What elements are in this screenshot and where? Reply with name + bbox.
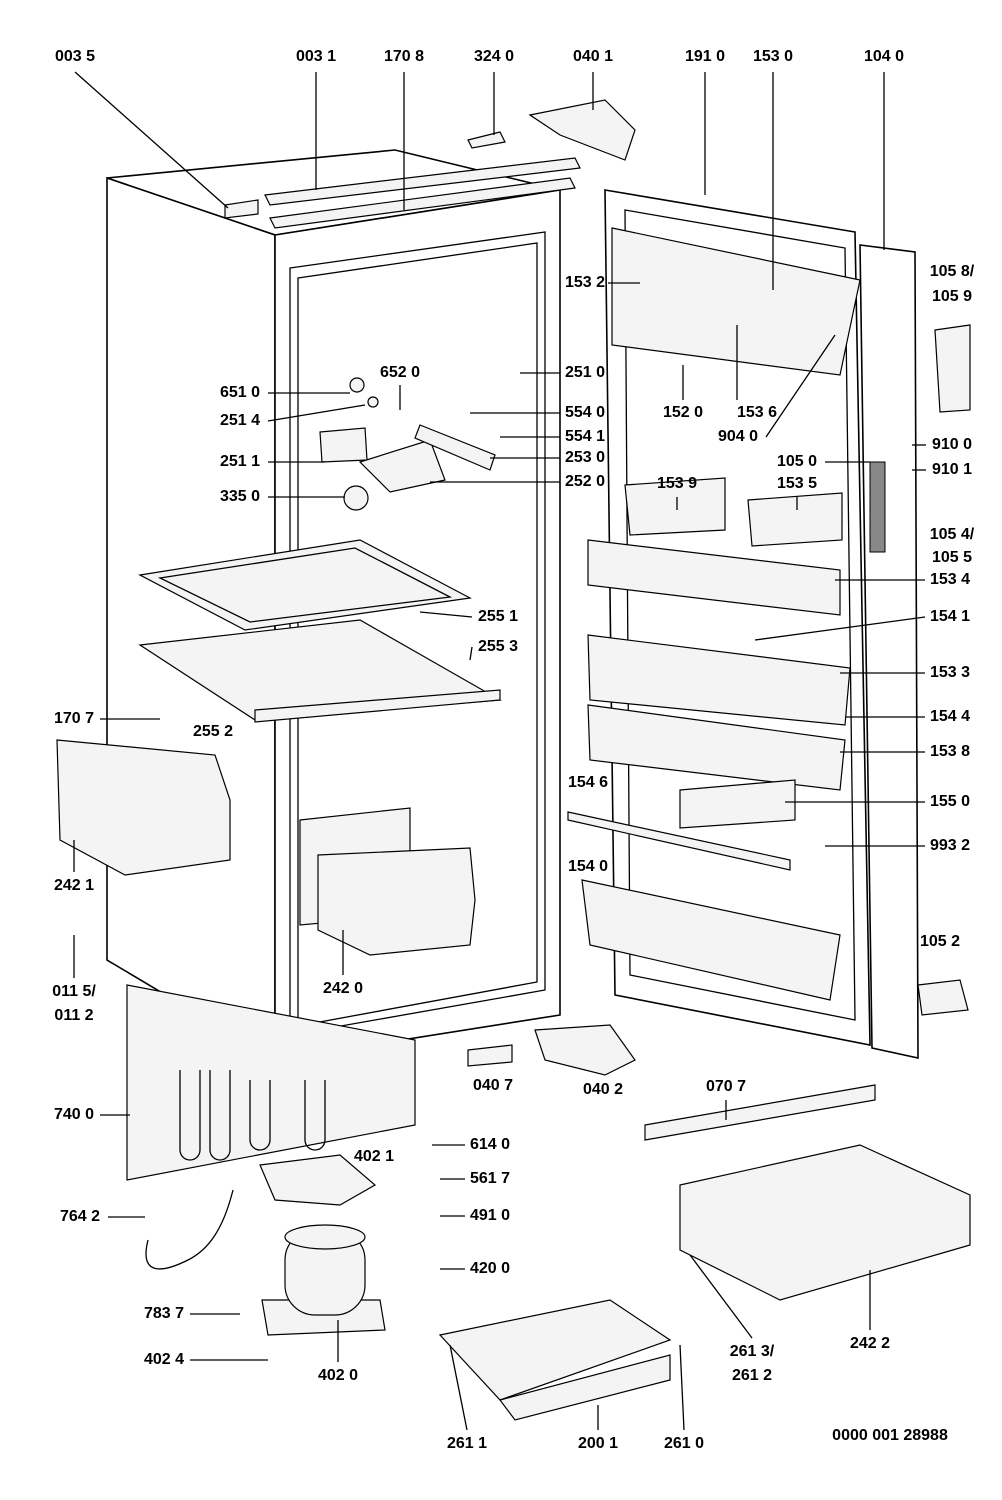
part-label-402-1: 402 1 — [353, 1148, 395, 1165]
part-label-335-0: 335 0 — [219, 488, 261, 505]
part-label-904-0: 904 0 — [717, 428, 759, 445]
part-label-153-9: 153 9 — [656, 475, 698, 492]
part-label-105-0: 105 0 — [776, 453, 818, 470]
part-label-153-0: 153 0 — [752, 48, 794, 65]
crisper-boxes — [56, 739, 476, 956]
part-label-154-1: 154 1 — [929, 608, 971, 625]
part-label-561-7: 561 7 — [469, 1170, 511, 1187]
part-label-040-1: 040 1 — [572, 48, 614, 65]
part-label-242-1: 242 1 — [53, 877, 95, 894]
part-label-252-0: 252 0 — [564, 473, 606, 490]
part-label-154-4: 154 4 — [929, 708, 971, 725]
part-label-105-9: 105 9 — [931, 288, 973, 305]
part-label-242-2: 242 2 — [849, 1335, 891, 1352]
part-label-105-5: 105 5 — [931, 549, 973, 566]
door-compartments — [567, 227, 861, 1001]
part-label-253-0: 253 0 — [564, 449, 606, 466]
part-label-261-1: 261 1 — [446, 1435, 488, 1452]
part-label-153-2: 153 2 — [564, 274, 606, 291]
part-label-153-6: 153 6 — [736, 404, 778, 421]
part-label-402-0: 402 0 — [317, 1367, 359, 1384]
part-label-040-7: 040 7 — [472, 1077, 514, 1094]
part-label-740-0: 740 0 — [53, 1106, 95, 1123]
part-label-251-1: 251 1 — [219, 453, 261, 470]
thermostat-assembly — [319, 377, 496, 511]
part-label-420-0: 420 0 — [469, 1260, 511, 1277]
part-label-255-1: 255 1 — [477, 608, 519, 625]
part-label-242-0: 242 0 — [322, 980, 364, 997]
part-label-155-0: 155 0 — [929, 793, 971, 810]
part-label-261-0: 261 0 — [663, 1435, 705, 1452]
part-label-003-5: 003 5 — [54, 48, 96, 65]
part-label-261-3: 261 3/ — [729, 1343, 775, 1360]
drawing-number: 0000 001 28988 — [832, 1427, 948, 1444]
glass-shelf-lower — [138, 619, 502, 723]
top-trims — [224, 157, 581, 229]
part-label-251-4: 251 4 — [219, 412, 261, 429]
part-label-153-4: 153 4 — [929, 571, 971, 588]
part-label-652-0: 652 0 — [379, 364, 421, 381]
part-label-154-6: 154 6 — [567, 774, 609, 791]
compressor — [145, 1154, 386, 1336]
part-label-003-1: 003 1 — [295, 48, 337, 65]
part-label-910-1: 910 1 — [931, 461, 973, 478]
part-label-614-0: 614 0 — [469, 1136, 511, 1153]
part-label-191-0: 191 0 — [684, 48, 726, 65]
part-label-261-2: 261 2 — [731, 1367, 773, 1384]
part-label-554-1: 554 1 — [564, 428, 606, 445]
part-label-910-0: 910 0 — [931, 436, 973, 453]
part-label-105-2: 105 2 — [919, 933, 961, 950]
part-label-764-2: 764 2 — [59, 1208, 101, 1225]
part-label-153-8: 153 8 — [929, 743, 971, 760]
part-label-154-0: 154 0 — [567, 858, 609, 875]
part-label-651-0: 651 0 — [219, 384, 261, 401]
part-label-200-1: 200 1 — [577, 1435, 619, 1452]
door — [604, 189, 919, 1059]
part-label-255-2: 255 2 — [192, 723, 234, 740]
part-label-153-3: 153 3 — [929, 664, 971, 681]
part-label-105-8: 105 8/ — [929, 263, 975, 280]
part-label-491-0: 491 0 — [469, 1207, 511, 1224]
glass-shelf-upper — [138, 539, 472, 631]
door-seal-strip — [869, 461, 886, 553]
base-drawer — [438, 1084, 971, 1421]
part-label-255-3: 255 3 — [477, 638, 519, 655]
part-label-152-0: 152 0 — [662, 404, 704, 421]
part-label-993-2: 993 2 — [929, 837, 971, 854]
part-label-105-4: 105 4/ — [929, 526, 975, 543]
part-label-011-5: 011 5/ — [52, 983, 96, 1000]
part-label-324-0: 324 0 — [473, 48, 515, 65]
part-label-783-7: 783 7 — [143, 1305, 185, 1322]
part-label-153-5: 153 5 — [776, 475, 818, 492]
part-label-402-4: 402 4 — [143, 1351, 185, 1368]
part-label-170-7: 170 7 — [53, 710, 95, 727]
part-label-170-8: 170 8 — [383, 48, 425, 65]
part-label-070-7: 070 7 — [705, 1078, 747, 1095]
hinges-and-brackets — [467, 99, 971, 1076]
part-label-040-2: 040 2 — [582, 1081, 624, 1098]
leader-lines — [73, 71, 926, 1431]
part-label-554-0: 554 0 — [564, 404, 606, 421]
part-label-251-0: 251 0 — [564, 364, 606, 381]
part-label-011-2: 011 2 — [54, 1007, 94, 1024]
part-label-104-0: 104 0 — [863, 48, 905, 65]
